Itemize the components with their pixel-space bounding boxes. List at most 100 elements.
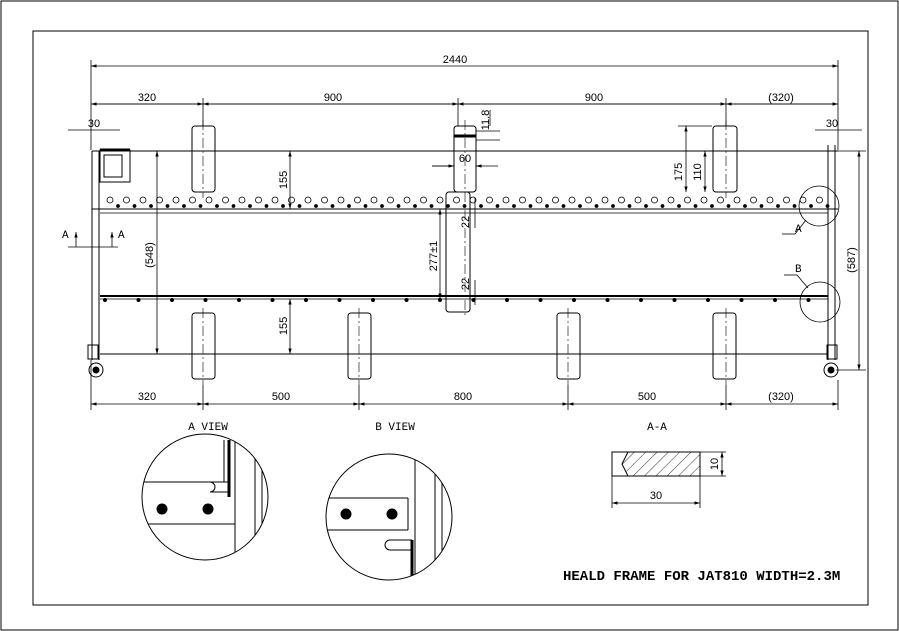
wheel-left [87,344,104,378]
frame-hole-dot [182,204,186,208]
frame-hole [519,196,526,204]
dim-bottom-500a: 500 [272,391,290,403]
frame-hole-dot [759,204,764,208]
frame-hole [189,196,196,204]
frame-dot [304,298,308,302]
dim-bottom-500b: 500 [638,391,656,403]
frame-hole-dot [528,204,533,208]
frame-hole [766,196,774,204]
frame-hole-dot [264,204,269,208]
frame-hole-dot [215,204,219,208]
frame-hole [436,196,444,204]
frame-dot [572,298,576,302]
frame-hole [403,196,411,204]
frame-hole [667,196,675,204]
top-hole-row [106,196,830,208]
frame-hole-dot [446,204,450,208]
frame-hole [370,196,378,204]
dim-bottom-320: 320 [138,391,156,403]
frame-hole-dot [677,204,681,208]
frame-hole-dot [578,204,582,208]
frame-hole [486,196,493,204]
aa-dim-10: 10 [709,458,721,470]
frame-hole-dot [413,204,417,208]
a-view-label: A VIEW [188,422,228,434]
dim-overall: 2440 [443,54,467,66]
dim-155-top: 155 [278,171,290,189]
frame-dot [371,298,375,302]
dim-top-left: 320 [138,92,156,104]
dim-22-bottom: 22 [460,278,472,290]
frame-hole-dot [726,204,731,208]
drawing-title: HEALD FRAME FOR JAT810 WIDTH=2.3M [563,569,840,585]
bottom-dimensions [90,360,839,410]
frame-dot [136,298,141,302]
frame-dot [438,298,442,302]
callout-a-label: A [795,224,802,236]
aa-section [611,451,726,508]
frame-hole [552,196,559,204]
frame-hole [502,196,510,204]
dim-22-top: 22 [460,216,472,228]
detail-callouts [782,185,841,323]
frame-hole [222,196,229,204]
frame-hole-dot [462,204,467,208]
b-view-label: B VIEW [375,422,415,434]
frame-hole [238,196,246,204]
frame-hole [420,196,427,204]
frame-dot [270,298,275,302]
frame-hole-dot [198,204,203,208]
frame-dot [806,298,811,302]
frame-hole [717,196,724,204]
frame-dot [538,298,543,302]
frame-dot [471,298,476,302]
frame-hole-dot [248,204,252,208]
frame-hole [205,196,213,204]
frame-hole-dot [116,204,120,208]
frame-dot [639,298,643,302]
frame-hole-dot [644,204,648,208]
dim-11-8: 11.8 [480,110,492,131]
frame-hole [304,196,312,204]
frame-hole-dot [660,204,665,208]
frame-dot [237,298,241,302]
frame-hole [568,196,576,204]
frame-hole-dot [545,204,549,208]
frame-hole-dot [792,204,797,208]
frame-hole [453,196,460,204]
frame-hole [288,196,295,204]
frame-hole [271,196,279,204]
frame-dot [605,298,610,302]
frame-hole-dot [825,204,830,208]
frame-hole-dot [347,204,351,208]
section-marks [68,232,118,248]
dim-top-right: (320) [768,92,794,104]
frame-hole [618,196,625,204]
frame-hole [255,196,262,204]
frame-hole-dot [594,204,599,208]
frame-hole [783,196,790,204]
dim-top-mid1: 900 [324,92,342,104]
dim-right-30: 30 [826,118,838,130]
frame-dot [337,298,342,302]
frame-dot [739,298,744,302]
frame-dot [773,298,777,302]
dim-277: 277±1 [428,241,440,272]
frame-hole-dot [693,204,698,208]
frame-hole-dot [132,204,137,208]
top-dimensions [68,60,862,150]
inner-dimensions [155,110,866,371]
frame-hole [816,196,823,204]
frame-hole-dot [710,204,714,208]
dim-548: (548) [144,242,156,268]
frame-hole-dot [281,204,285,208]
frame-hole-dot [776,204,780,208]
frame-dot [505,298,509,302]
inner-border [32,30,869,606]
section-a-right: A [118,230,125,242]
frame-dot [404,298,409,302]
frame-hole-dot [297,204,302,208]
frame-hole [354,196,361,204]
frame-hole [469,196,477,204]
